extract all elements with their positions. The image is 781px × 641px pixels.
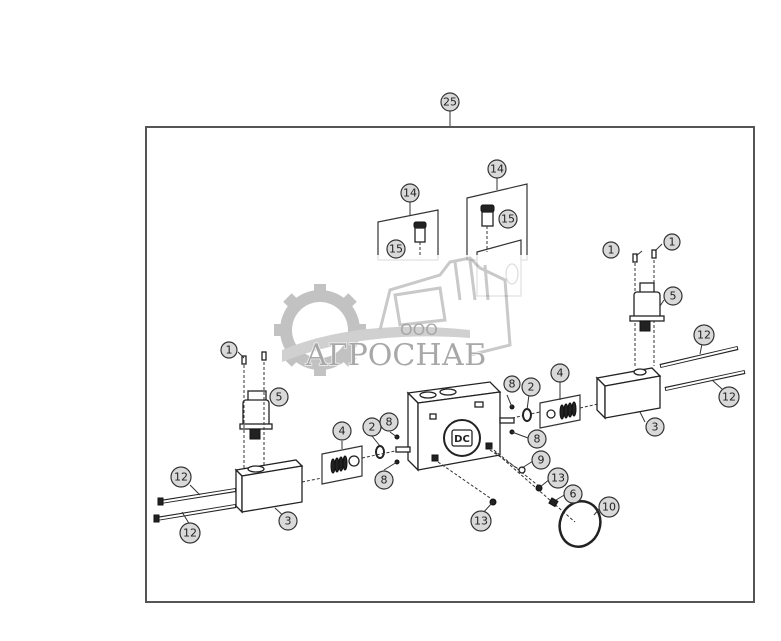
callout-10: 10 — [598, 496, 620, 518]
callout-4: 4 — [550, 363, 570, 383]
bolts-right — [659, 346, 746, 391]
callout-12: 12 — [718, 386, 740, 408]
callout-6: 6 — [563, 484, 583, 504]
svg-text:2: 2 — [528, 381, 535, 394]
svg-text:4: 4 — [339, 425, 346, 438]
svg-text:8: 8 — [534, 433, 541, 446]
callout-8: 8 — [379, 412, 399, 432]
callout-5: 5 — [269, 387, 289, 407]
svg-text:12: 12 — [697, 329, 711, 342]
callout-13: 13 — [547, 467, 569, 489]
screw — [261, 351, 267, 361]
svg-text:14: 14 — [490, 163, 504, 176]
callout-12: 12 — [179, 522, 201, 544]
callout-13: 13 — [470, 510, 492, 532]
svg-text:8: 8 — [509, 378, 516, 391]
spring-kit-right — [539, 394, 581, 429]
svg-text:4: 4 — [557, 367, 564, 380]
callout-14: 14 — [487, 159, 507, 179]
watermark-prefix: ООО — [400, 320, 438, 339]
callout-15: 15 — [498, 209, 518, 229]
svg-text:14: 14 — [403, 187, 417, 200]
svg-text:1: 1 — [669, 236, 676, 249]
screw — [632, 253, 638, 263]
combine-harvester-icon — [378, 256, 512, 357]
check-valve-cap — [413, 221, 427, 229]
svg-text:12: 12 — [722, 391, 736, 404]
svg-text:3: 3 — [652, 421, 659, 434]
watermark-brand: АГРОСНАБ — [305, 338, 486, 373]
check-valve-body — [481, 211, 494, 227]
callout-2: 2 — [521, 377, 541, 397]
assembly-frame — [145, 126, 755, 603]
svg-text:13: 13 — [551, 472, 565, 485]
callout-8: 8 — [503, 375, 521, 393]
cover-block-left — [234, 459, 323, 514]
svg-text:1: 1 — [226, 344, 233, 357]
svg-text:13: 13 — [474, 515, 488, 528]
screw — [651, 249, 657, 259]
seal-ring-large — [558, 500, 602, 548]
callout-12: 12 — [170, 466, 192, 488]
callout-5: 5 — [663, 286, 683, 306]
callout-8: 8 — [374, 470, 394, 490]
bolts-left — [153, 488, 237, 523]
check-valve-body — [414, 227, 426, 243]
solenoid-left — [239, 351, 273, 470]
callout-1: 1 — [663, 233, 681, 251]
svg-text:2: 2 — [369, 421, 376, 434]
svg-text:DC: DC — [454, 434, 470, 445]
svg-text:8: 8 — [381, 474, 388, 487]
callout-1: 1 — [220, 341, 238, 359]
valve-body: DC — [395, 381, 515, 472]
o-ring — [522, 408, 532, 422]
svg-text:12: 12 — [174, 471, 188, 484]
svg-text:3: 3 — [285, 515, 292, 528]
watermark: ООО АГРОСНАБ — [245, 255, 535, 380]
solenoid-right — [629, 249, 665, 368]
callout-2: 2 — [362, 417, 382, 437]
callout-15: 15 — [386, 239, 406, 259]
svg-text:12: 12 — [183, 527, 197, 540]
screw — [241, 355, 247, 365]
callout-12: 12 — [693, 324, 715, 346]
callout-3: 3 — [278, 511, 298, 531]
svg-text:25: 25 — [443, 96, 457, 109]
callout-4: 4 — [332, 421, 352, 441]
cover-block-right — [595, 367, 662, 420]
spring — [330, 455, 348, 474]
callout-1: 1 — [602, 241, 620, 259]
svg-text:8: 8 — [386, 416, 393, 429]
svg-text:5: 5 — [670, 290, 677, 303]
svg-text:5: 5 — [276, 391, 283, 404]
svg-text:10: 10 — [602, 501, 616, 514]
gear-icon — [274, 284, 470, 376]
check-valve-cap — [480, 204, 495, 213]
ball — [518, 466, 526, 474]
callout-9: 9 — [531, 450, 551, 470]
svg-text:6: 6 — [570, 488, 577, 501]
plug — [548, 497, 559, 508]
svg-text:15: 15 — [501, 213, 515, 226]
callout-8: 8 — [527, 429, 547, 449]
spring-kit-left — [321, 445, 363, 485]
callout-3: 3 — [645, 417, 665, 437]
svg-text:15: 15 — [389, 243, 403, 256]
callout-25: 25 — [440, 92, 460, 112]
svg-text:9: 9 — [538, 454, 545, 467]
o-ring — [375, 445, 385, 459]
svg-text:1: 1 — [608, 244, 615, 257]
callout-14: 14 — [400, 183, 420, 203]
